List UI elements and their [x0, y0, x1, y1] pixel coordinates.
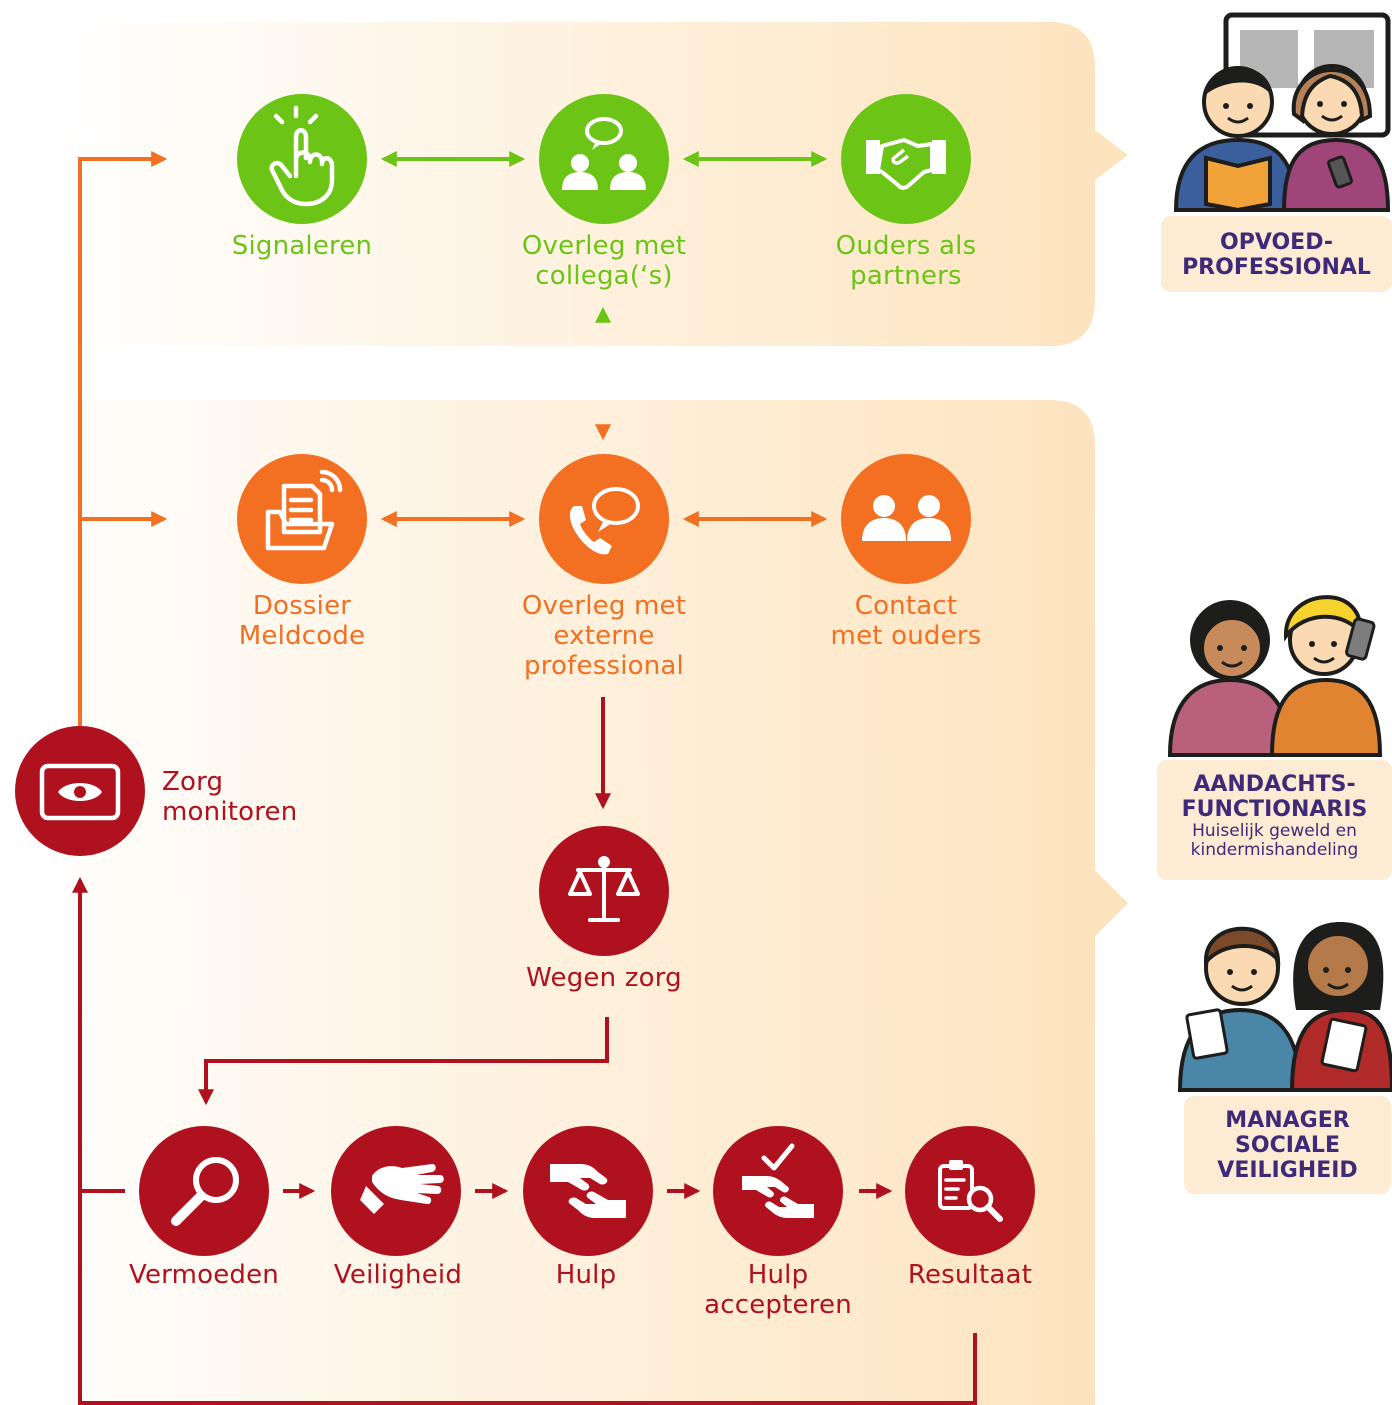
label-hulp: Hulp: [555, 1260, 617, 1290]
people-chat-icon: [562, 117, 646, 190]
node-resultaat: [905, 1126, 1035, 1256]
node-overleg-collega: [539, 94, 669, 224]
phone-chat-icon: [569, 487, 640, 555]
red-rails: [72, 697, 977, 1405]
magnifier-icon: [171, 1157, 239, 1226]
opvoed-illustration: [1173, 12, 1391, 213]
clipboard-search-icon: [938, 1160, 1003, 1222]
protecting-hands-icon: [360, 1164, 444, 1214]
node-contact-ouders: [841, 454, 971, 584]
label-veiligheid: Veiligheid: [333, 1260, 463, 1290]
node-hulp-accepteren: [713, 1126, 843, 1256]
node-wegen-zorg: [539, 826, 669, 956]
label-resultaat: Resultaat: [907, 1260, 1033, 1290]
helping-hands-icon: [550, 1164, 626, 1218]
role-aandachtsfunctionaris: AANDACHTS-FUNCTIONARIS Huiselijk geweld …: [1157, 760, 1392, 880]
role-opvoedprofessional: OPVOED-PROFESSIONAL: [1161, 216, 1392, 292]
accept-hands-icon: [742, 1143, 814, 1218]
node-veiligheid: [331, 1126, 461, 1256]
label-wegen-zorg: Wegen zorg: [526, 963, 682, 993]
handshake-icon: [866, 138, 946, 190]
aandacht-illustration: [1167, 595, 1383, 757]
orange-rail: [78, 151, 168, 730]
manager-illustration: [1177, 922, 1392, 1092]
node-signaleren: [237, 94, 367, 224]
node-ouders-partners: [841, 94, 971, 224]
two-people-icon: [862, 495, 951, 541]
node-hulp: [523, 1126, 653, 1256]
node-overleg-extern: [539, 454, 669, 584]
node-zorg-monitoren: [15, 726, 145, 856]
eye-icon: [39, 763, 121, 821]
tap-hand-icon: [269, 105, 335, 207]
label-vermoeden: Vermoeden: [128, 1260, 279, 1290]
node-vermoeden: [139, 1126, 269, 1256]
scales-icon: [568, 856, 640, 922]
label-signaleren: Signaleren: [231, 231, 373, 261]
node-dossier: [237, 454, 367, 584]
document-folder-icon: [265, 469, 343, 551]
